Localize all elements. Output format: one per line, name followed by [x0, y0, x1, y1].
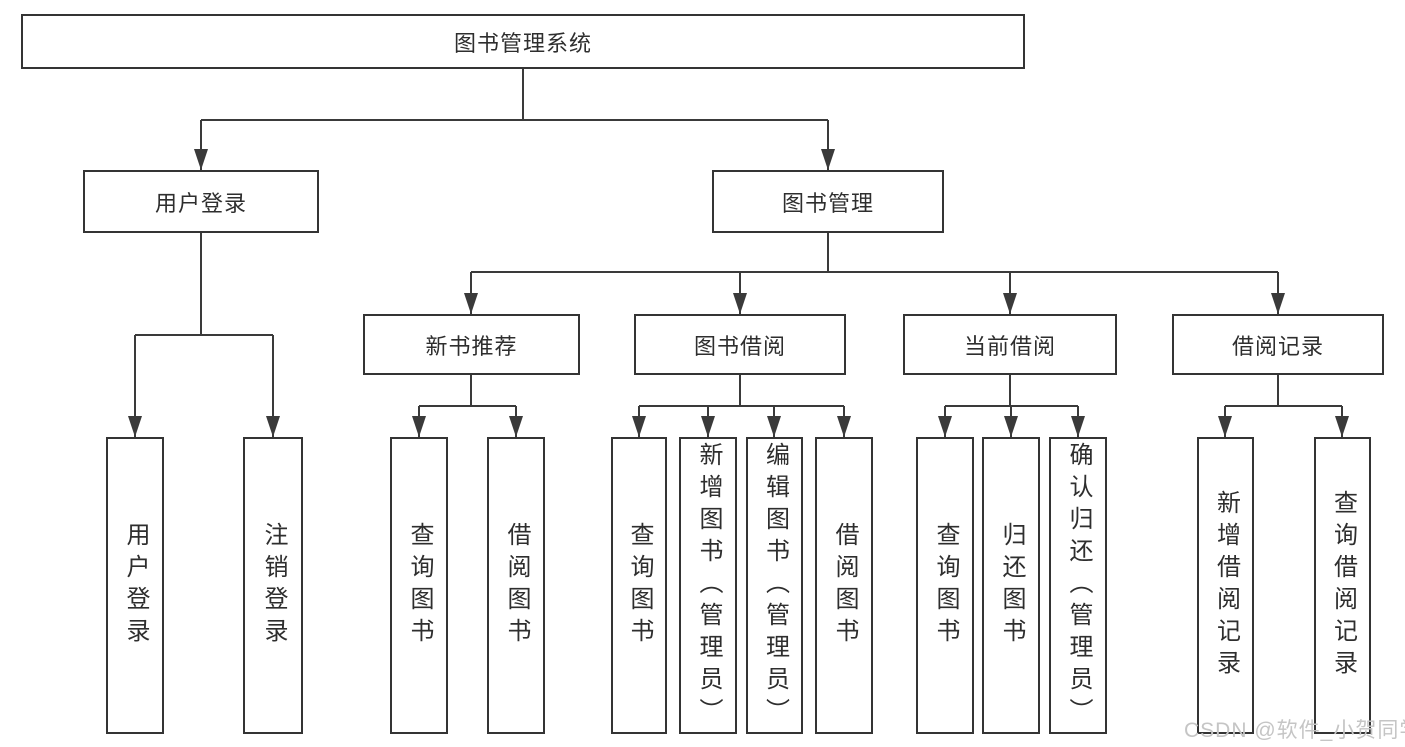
- leaf-add-borrow-record: 新增借阅记录: [1197, 437, 1254, 734]
- node-user-login: 用户登录: [83, 170, 319, 233]
- node-book-management: 图书管理: [712, 170, 944, 233]
- connector-userlogin-to-leaves: [134, 233, 274, 437]
- node-label: 查询借阅记录: [1329, 489, 1357, 682]
- leaf-edit-books-admin: 编辑图书（管理员）: [746, 437, 803, 734]
- node-borrowing-records: 借阅记录: [1172, 314, 1384, 375]
- node-label: 注销登录: [260, 521, 287, 650]
- node-label: 查询图书: [932, 521, 959, 650]
- node-label: 当前借阅: [963, 333, 1056, 359]
- leaf-query-books-borrowing: 查询图书: [611, 437, 667, 734]
- node-label: 用户登录: [154, 190, 247, 216]
- node-label: 图书管理: [781, 190, 874, 216]
- node-label: 图书借阅: [693, 333, 786, 359]
- node-label: 借阅图书: [831, 521, 858, 650]
- leaf-logout: 注销登录: [243, 437, 303, 734]
- node-current-borrowing: 当前借阅: [903, 314, 1117, 375]
- leaf-query-books-current: 查询图书: [916, 437, 974, 734]
- node-label: 图书管理系统: [453, 30, 592, 56]
- leaf-borrow-books: 借阅图书: [815, 437, 873, 734]
- node-label: 确认归还（管理员）: [1065, 441, 1092, 730]
- node-label: 新书推荐: [425, 333, 518, 359]
- connector-borrowrecords-to-leaves: [1224, 375, 1343, 437]
- node-label: 归还图书: [998, 521, 1025, 650]
- connector-root-to-level2: [200, 69, 829, 170]
- connector-newbookrec-to-leaves: [418, 375, 517, 437]
- connector-bookmgmt-to-level3: [470, 233, 1279, 314]
- node-label: 借阅记录: [1231, 333, 1324, 359]
- node-label: 借阅图书: [503, 521, 530, 650]
- leaf-query-borrow-record: 查询借阅记录: [1314, 437, 1371, 734]
- node-label: 编辑图书（管理员）: [761, 441, 789, 730]
- leaf-user-login: 用户登录: [106, 437, 164, 734]
- leaf-query-books-recommend: 查询图书: [390, 437, 448, 734]
- leaf-return-books: 归还图书: [982, 437, 1040, 734]
- node-new-book-recommendation: 新书推荐: [363, 314, 580, 375]
- leaf-add-books-admin: 新增图书（管理员）: [679, 437, 737, 734]
- connector-currentborrow-to-leaves: [944, 375, 1079, 437]
- csdn-watermark: CSDN @软件_小贺同学: [1184, 719, 1405, 742]
- node-book-borrowing: 图书借阅: [634, 314, 846, 375]
- node-root-system: 图书管理系统: [21, 14, 1025, 69]
- leaf-borrow-books-recommend: 借阅图书: [487, 437, 545, 734]
- node-label: 新增图书（管理员）: [695, 441, 722, 730]
- node-label: 查询图书: [406, 521, 433, 650]
- leaf-confirm-return-admin: 确认归还（管理员）: [1049, 437, 1107, 734]
- connector-bookborrow-to-leaves: [638, 375, 845, 437]
- node-label: 新增借阅记录: [1212, 489, 1240, 682]
- node-label: 用户登录: [122, 521, 149, 650]
- node-label: 查询图书: [626, 521, 653, 650]
